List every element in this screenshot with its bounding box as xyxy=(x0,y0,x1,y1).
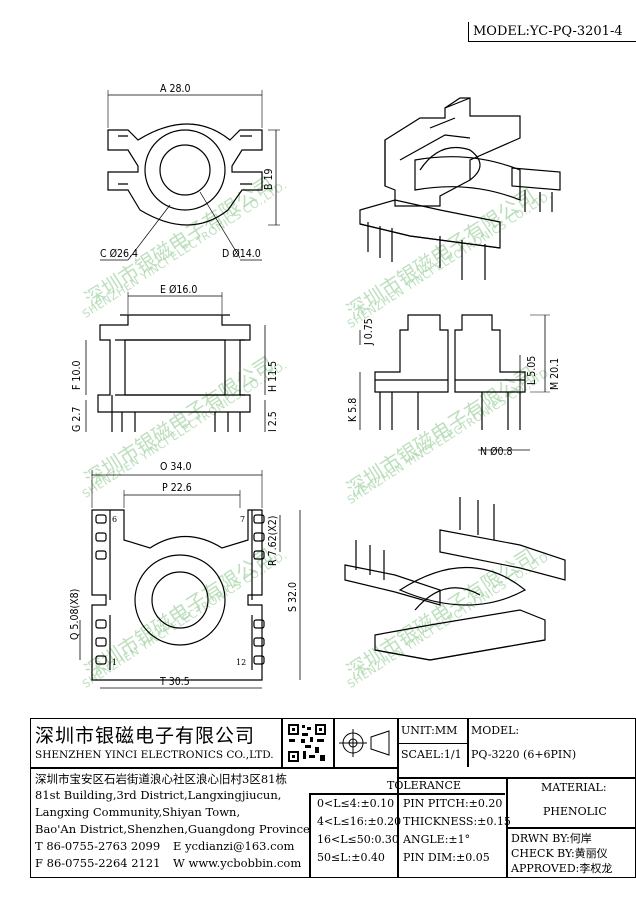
drawn-by: DRWN BY:何岸 xyxy=(511,832,592,845)
address-cn: 深圳市宝安区石岩街道浪心社区浪心旧村3区81栋 xyxy=(35,772,287,786)
angle-tolerance: ANGLE:±1° xyxy=(403,833,471,846)
tolerance-2: 4<L≤16:±0.20 xyxy=(317,815,402,828)
telephone: T 86-0755-2763 2099 xyxy=(35,839,161,853)
dim-n: N Ø0.8 xyxy=(480,446,513,458)
company-name-cn: 深圳市银磁电子有限公司 xyxy=(35,725,256,747)
dim-e: E Ø16.0 xyxy=(160,284,197,296)
email[interactable]: E ycdianzi@163.com xyxy=(173,839,295,853)
tolerance-3: 16<L≤50:0.30 xyxy=(317,833,399,846)
fax: F 86-0755-2264 2121 xyxy=(35,856,161,870)
iso-view-top xyxy=(359,97,561,280)
dim-o: O 34.0 xyxy=(160,461,191,473)
dim-r: R 7.62(X2) xyxy=(267,516,279,566)
unit: UNIT:MM xyxy=(401,724,458,737)
model-label: MODEL: xyxy=(471,724,520,737)
dim-a: A 28.0 xyxy=(160,83,191,95)
dim-q: Q 5.08(X8) xyxy=(69,589,81,640)
front-view xyxy=(85,292,266,432)
company-name-en: SHENZHEN YINCI ELECTRONICS CO.,LTD. xyxy=(35,749,274,761)
material-label: MATERIAL: xyxy=(541,781,607,794)
dim-h: H 11.5 xyxy=(267,361,279,392)
drawing-canvas: A 28.0 B 19 C Ø26.4 D Ø14.0 xyxy=(69,83,566,689)
tolerance-4: 50≤L:±0.40 xyxy=(317,851,385,864)
material-value: PHENOLIC xyxy=(543,805,607,818)
qr-code-icon xyxy=(287,723,327,763)
projection-symbol-icon xyxy=(339,729,390,757)
iso-view-bottom xyxy=(344,497,566,661)
dim-i: I 2.5 xyxy=(267,411,279,432)
top-view xyxy=(100,90,280,261)
dim-k: K 5.8 xyxy=(347,398,359,422)
website[interactable]: W www.ycbobbin.com xyxy=(173,856,302,870)
side-view xyxy=(359,314,550,451)
approved-by: APPROVED:李权龙 xyxy=(511,862,613,875)
dim-j: J 0.75 xyxy=(363,318,375,346)
model-header: MODEL:YC-PQ-3201-4 xyxy=(468,22,636,42)
title-block: 深圳市银磁电子有限公司 SHENZHEN YINCI ELECTRONICS C… xyxy=(30,718,636,878)
pin-label-1: 1 xyxy=(112,658,117,667)
pin-label-7: 7 xyxy=(240,515,245,524)
pin-pitch-tolerance: PIN PITCH:±0.20 xyxy=(403,797,503,810)
tolerance-1: 0<L≤4:±0.10 xyxy=(317,797,395,810)
dim-p: P 22.6 xyxy=(162,482,192,494)
thickness-tolerance: THICKNESS:±0.15 xyxy=(403,815,511,828)
dim-d: D Ø14.0 xyxy=(222,248,261,260)
dim-g: G 2.7 xyxy=(71,407,83,432)
pin-label-12: 12 xyxy=(236,658,246,667)
dim-l: L 5.05 xyxy=(526,356,538,385)
bottom-view xyxy=(79,470,301,689)
dim-s: S 32.0 xyxy=(287,582,299,612)
address-en-3: Bao'An District,Shenzhen,Guangdong Provi… xyxy=(35,822,310,836)
model-value: PQ-3220 (6+6PIN) xyxy=(471,748,577,761)
dim-m: M 20.1 xyxy=(549,358,561,390)
dim-t: T 30.5 xyxy=(159,676,190,688)
tolerance-label: TOLERANCE xyxy=(387,779,461,792)
dim-b: B 19 xyxy=(263,169,275,191)
pin-dim-tolerance: PIN DIM:±0.05 xyxy=(403,851,490,864)
dim-c: C Ø26.4 xyxy=(100,248,138,260)
dim-f: F 10.0 xyxy=(71,361,83,390)
checked-by: CHECK BY:黄丽仪 xyxy=(511,847,608,860)
pin-label-6: 6 xyxy=(112,515,117,524)
scale: SCAEL:1/1 xyxy=(401,748,462,761)
address-en-2: Langxing Community,Shiyan Town, xyxy=(35,805,241,819)
address-en-1: 81st Building,3rd District,Langxingjiucu… xyxy=(35,788,282,802)
